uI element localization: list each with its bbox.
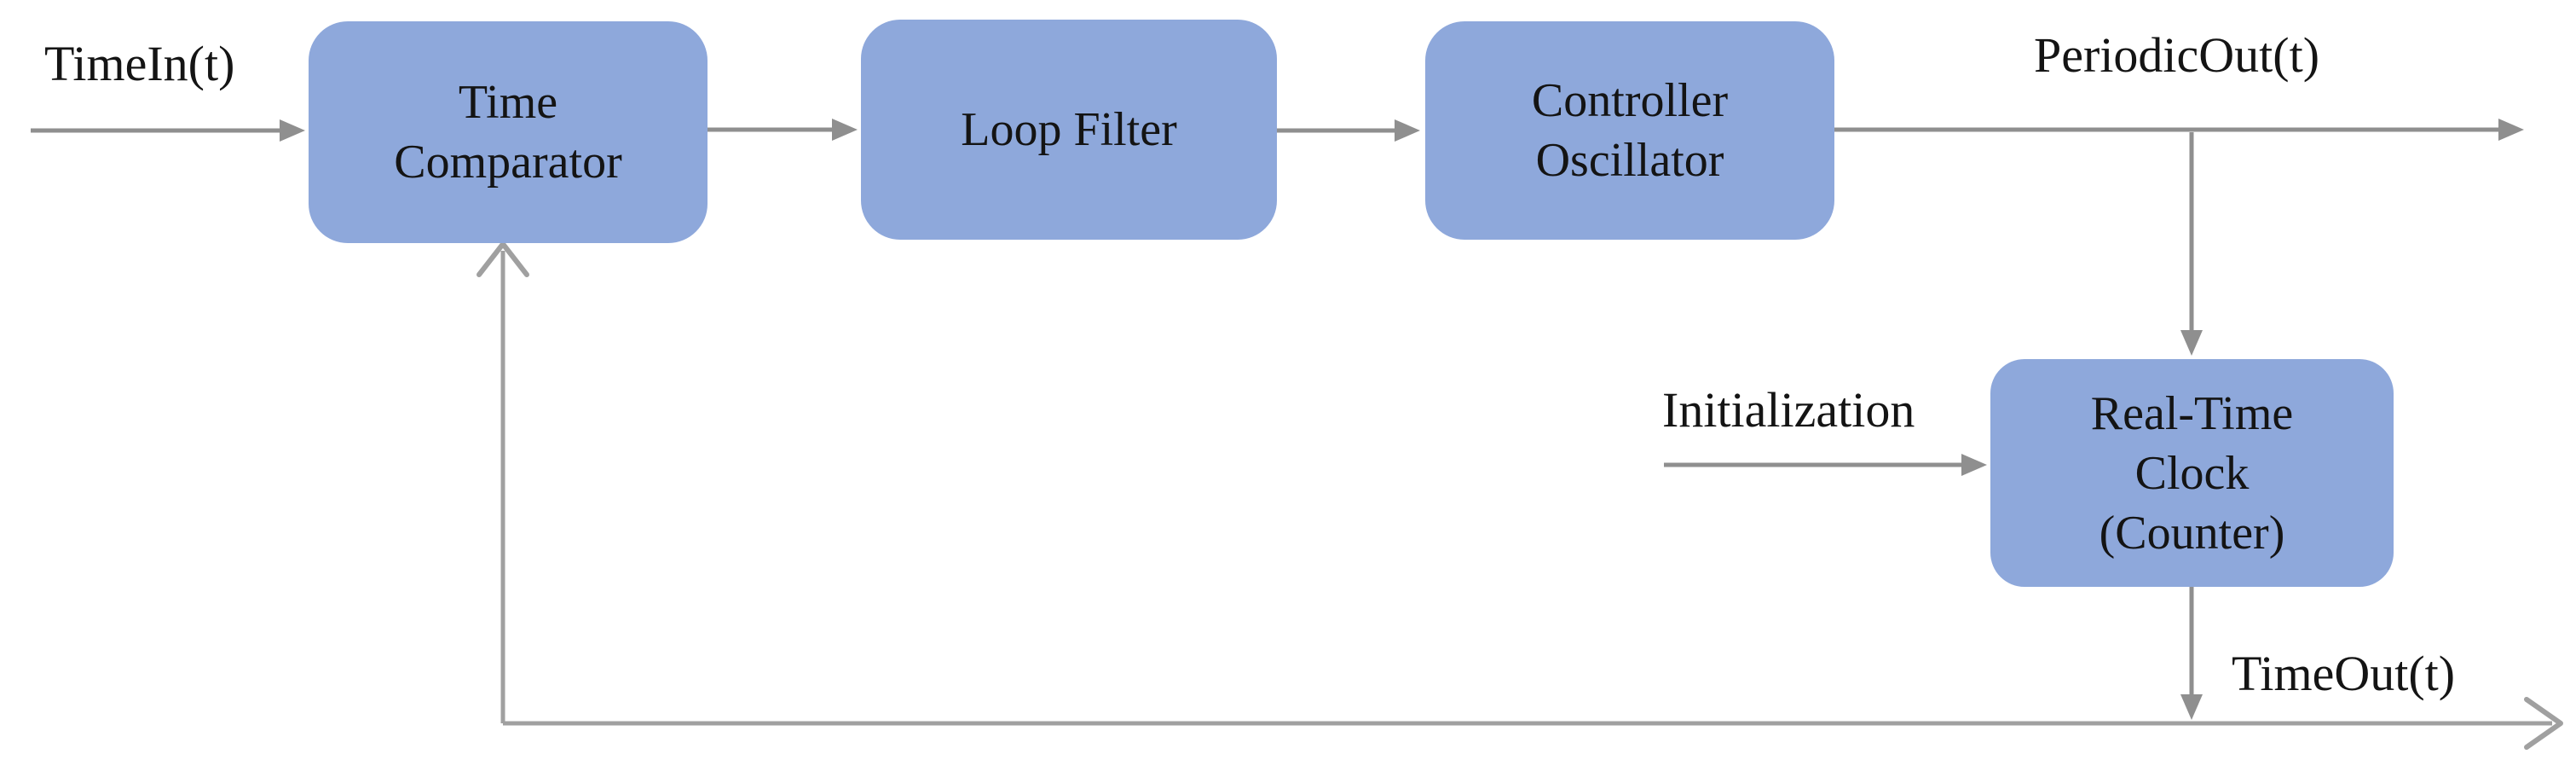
edge-bottom-rail-to-timeout xyxy=(503,697,2563,750)
chevron-up-icon xyxy=(477,241,529,277)
arrowhead-right-icon xyxy=(832,119,858,141)
arrowhead-right-icon xyxy=(1395,119,1420,142)
edge-comparator-to-loopfilter xyxy=(708,119,858,141)
edge-loopfilter-to-oscillator xyxy=(1274,119,1420,142)
label-periodic-out: PeriodicOut(t) xyxy=(2034,27,2320,83)
edge-initialization-to-rtc xyxy=(1664,454,1987,476)
arrowhead-down-icon xyxy=(2180,330,2203,356)
node-label-line: Oscillator xyxy=(1535,134,1724,187)
edge-feedback-to-comparator xyxy=(477,241,529,723)
edge-branch-to-rtc xyxy=(2180,132,2203,356)
label-time-out: TimeOut(t) xyxy=(2232,646,2456,701)
label-time-in: TimeIn(t) xyxy=(44,36,235,91)
node-label-line: Controller xyxy=(1531,74,1729,127)
arrowhead-right-icon xyxy=(280,119,305,142)
arrowhead-right-icon xyxy=(2498,119,2524,141)
node-label-line: Time xyxy=(458,76,558,129)
node-label-line: Loop Filter xyxy=(961,103,1177,156)
edge-oscillator-to-periodicout xyxy=(1834,119,2524,141)
chevron-right-icon xyxy=(2524,697,2563,750)
arrowhead-right-icon xyxy=(1961,454,1987,476)
edge-rtc-to-bottom-rail xyxy=(2180,587,2203,720)
node-controller-oscillator: Controller Oscillator xyxy=(1425,21,1834,240)
edge-timein-to-comparator xyxy=(31,119,305,142)
node-label-line: (Counter) xyxy=(2099,506,2285,560)
arrowhead-down-icon xyxy=(2180,694,2203,720)
node-time-comparator: Time Comparator xyxy=(309,21,708,243)
node-real-time-clock: Real-Time Clock (Counter) xyxy=(1990,359,2394,587)
node-label-line: Clock xyxy=(2134,446,2250,500)
node-label-line: Real-Time xyxy=(2090,386,2294,440)
node-label-line: Comparator xyxy=(394,136,622,189)
label-initialization: Initialization xyxy=(1662,382,1915,438)
node-loop-filter: Loop Filter xyxy=(861,20,1277,240)
